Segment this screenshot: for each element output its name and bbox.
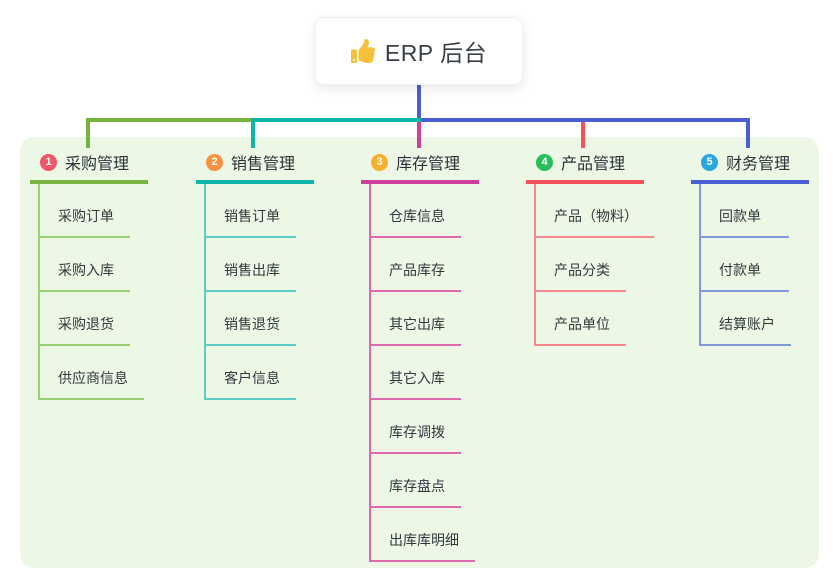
child-node[interactable]: 产品（物料） bbox=[536, 206, 654, 238]
child-row: 仓库信息 bbox=[371, 184, 521, 238]
branch-inventory: 3 库存管理仓库信息产品库存其它出库其它入库库存调拨库存盘点出库库明细 bbox=[361, 146, 521, 562]
child-row: 其它入库 bbox=[371, 346, 521, 400]
child-node[interactable]: 库存调拨 bbox=[371, 422, 461, 454]
child-node[interactable]: 其它出库 bbox=[371, 314, 461, 346]
branch-header-inventory[interactable]: 3 库存管理 bbox=[361, 146, 479, 184]
child-node[interactable]: 客户信息 bbox=[206, 368, 296, 400]
branch-children-inventory: 仓库信息产品库存其它出库其它入库库存调拨库存盘点出库库明细 bbox=[369, 184, 521, 562]
connector-drop-product bbox=[581, 122, 585, 148]
child-node[interactable]: 采购入库 bbox=[40, 260, 130, 292]
connector-drop-sales bbox=[251, 122, 255, 148]
child-node[interactable]: 供应商信息 bbox=[40, 368, 144, 400]
child-row: 采购入库 bbox=[40, 238, 190, 292]
root-node[interactable]: ERP 后台 bbox=[315, 17, 523, 85]
child-node[interactable]: 销售订单 bbox=[206, 206, 296, 238]
connector-hseg-purchase bbox=[86, 118, 253, 122]
child-row: 付款单 bbox=[701, 238, 839, 292]
root-title: ERP 后台 bbox=[384, 40, 488, 66]
branch-label: 财务管理 bbox=[726, 156, 791, 173]
child-node[interactable]: 其它入库 bbox=[371, 368, 461, 400]
branch-children-sales: 销售订单销售出库销售退货客户信息 bbox=[204, 184, 356, 400]
branch-purchase: 1 采购管理采购订单采购入库采购退货供应商信息 bbox=[30, 146, 190, 400]
child-row: 其它出库 bbox=[371, 292, 521, 346]
child-row: 采购退货 bbox=[40, 292, 190, 346]
branch-children-product: 产品（物料） 产品分类产品单位 bbox=[534, 184, 686, 346]
branch-number-badge: 4 bbox=[536, 153, 553, 171]
branches-panel bbox=[20, 137, 819, 568]
child-node[interactable]: 产品单位 bbox=[536, 314, 626, 346]
branch-header-purchase[interactable]: 1 采购管理 bbox=[30, 146, 148, 184]
connector-drop-purchase bbox=[86, 118, 90, 148]
child-row: 产品（物料） bbox=[536, 184, 686, 238]
branch-header-product[interactable]: 4 产品管理 bbox=[526, 146, 644, 184]
child-row: 产品分类 bbox=[536, 238, 686, 292]
child-node[interactable]: 采购退货 bbox=[40, 314, 130, 346]
branch-number-badge: 2 bbox=[206, 153, 223, 171]
child-row: 客户信息 bbox=[206, 346, 356, 400]
child-node[interactable]: 结算账户 bbox=[701, 314, 791, 346]
child-node[interactable]: 产品分类 bbox=[536, 260, 626, 292]
branch-label: 产品管理 bbox=[561, 156, 626, 173]
branch-label: 销售管理 bbox=[231, 156, 296, 173]
child-row: 采购订单 bbox=[40, 184, 190, 238]
connector-hseg-finance bbox=[421, 118, 750, 122]
branch-sales: 2 销售管理销售订单销售出库销售退货客户信息 bbox=[196, 146, 356, 400]
child-row: 库存盘点 bbox=[371, 454, 521, 508]
branch-children-finance: 回款单付款单结算账户 bbox=[699, 184, 839, 346]
child-row: 销售退货 bbox=[206, 292, 356, 346]
child-row: 销售出库 bbox=[206, 238, 356, 292]
thumbs-up-icon bbox=[350, 39, 375, 63]
child-row: 产品库存 bbox=[371, 238, 521, 292]
child-row: 库存调拨 bbox=[371, 400, 521, 454]
connector-root-stem bbox=[417, 85, 421, 122]
child-node[interactable]: 库存盘点 bbox=[371, 476, 461, 508]
child-node[interactable]: 产品库存 bbox=[371, 260, 461, 292]
child-row: 回款单 bbox=[701, 184, 839, 238]
connector-drop-finance bbox=[746, 118, 750, 148]
connector-drop-inventory bbox=[417, 122, 421, 148]
branch-header-sales[interactable]: 2 销售管理 bbox=[196, 146, 314, 184]
child-node[interactable]: 销售出库 bbox=[206, 260, 296, 292]
child-node[interactable]: 回款单 bbox=[701, 206, 789, 238]
branch-label: 库存管理 bbox=[396, 156, 461, 173]
child-row: 产品单位 bbox=[536, 292, 686, 346]
child-node[interactable]: 仓库信息 bbox=[371, 206, 461, 238]
connector-hseg-sales bbox=[251, 118, 421, 122]
branch-number-badge: 3 bbox=[371, 153, 388, 171]
child-row: 出库库明细 bbox=[371, 508, 521, 562]
branch-number-badge: 5 bbox=[701, 153, 718, 171]
branch-children-purchase: 采购订单采购入库采购退货供应商信息 bbox=[38, 184, 190, 400]
child-row: 供应商信息 bbox=[40, 346, 190, 400]
branch-finance: 5 财务管理回款单付款单结算账户 bbox=[691, 146, 839, 346]
branch-product: 4 产品管理产品（物料） 产品分类产品单位 bbox=[526, 146, 686, 346]
branch-label: 采购管理 bbox=[65, 156, 130, 173]
child-node[interactable]: 付款单 bbox=[701, 260, 789, 292]
child-node[interactable]: 出库库明细 bbox=[371, 530, 475, 562]
child-row: 销售订单 bbox=[206, 184, 356, 238]
child-node[interactable]: 销售退货 bbox=[206, 314, 296, 346]
branch-header-finance[interactable]: 5 财务管理 bbox=[691, 146, 809, 184]
child-node[interactable]: 采购订单 bbox=[40, 206, 130, 238]
child-row: 结算账户 bbox=[701, 292, 839, 346]
branch-number-badge: 1 bbox=[40, 153, 57, 171]
